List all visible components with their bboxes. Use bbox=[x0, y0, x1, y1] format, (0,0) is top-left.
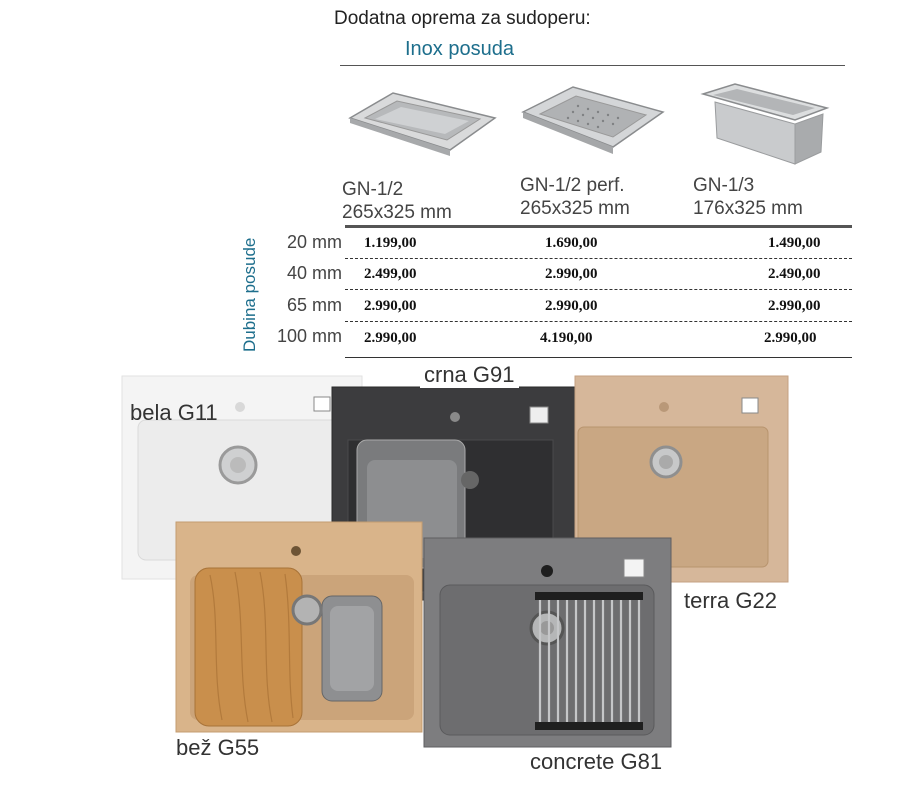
price-cell: 2.990,00 bbox=[545, 266, 598, 282]
depth-label: 100 mm bbox=[276, 326, 342, 346]
sink-label-concrete: concrete G81 bbox=[530, 749, 663, 774]
heading-divider bbox=[340, 65, 845, 66]
price-cell: 2.990,00 bbox=[764, 330, 817, 346]
price-cell: 1.199,00 bbox=[364, 235, 417, 251]
depth-label: 40 mm bbox=[286, 263, 342, 283]
page-heading: Dodatna oprema za sudoperu: bbox=[334, 8, 591, 29]
product-label-gn12-perf: GN-1/2 perf.265x325 mm bbox=[520, 175, 630, 219]
sink-terra-image bbox=[574, 375, 789, 583]
row-divider bbox=[345, 258, 852, 259]
price-cell: 2.990,00 bbox=[364, 298, 417, 314]
depth-label: 65 mm bbox=[286, 295, 342, 315]
sink-label-terra: terra G22 bbox=[684, 588, 777, 613]
tray-gn12-image bbox=[348, 92, 497, 156]
price-cell: 2.990,00 bbox=[768, 298, 821, 314]
price-cell: 2.990,00 bbox=[364, 330, 417, 346]
sink-concrete-image bbox=[423, 537, 672, 748]
row-divider bbox=[345, 289, 852, 290]
row-divider bbox=[345, 321, 852, 322]
price-cell: 2.499,00 bbox=[364, 266, 417, 282]
sink-label-bez: bež G55 bbox=[176, 735, 260, 760]
sink-label-bela: bela G11 bbox=[130, 400, 218, 425]
sinks-image bbox=[121, 375, 789, 748]
sink-label-crna: crna G91 bbox=[420, 362, 519, 388]
price-cell: 1.490,00 bbox=[768, 235, 821, 251]
depth-axis-label: Dubina posude bbox=[240, 237, 259, 352]
tray-gn12-perf-image bbox=[521, 86, 665, 154]
tray-gn13-image bbox=[700, 83, 830, 165]
section-subheading: Inox posuda bbox=[405, 38, 514, 60]
row-divider bbox=[345, 357, 852, 358]
price-cell: 4.190,00 bbox=[540, 330, 593, 346]
price-cell: 2.490,00 bbox=[768, 266, 821, 282]
sink-bez-image bbox=[175, 521, 423, 733]
depth-label: 20 mm bbox=[286, 232, 342, 252]
table-top-rule bbox=[345, 225, 852, 228]
price-cell: 1.690,00 bbox=[545, 235, 598, 251]
price-cell: 2.990,00 bbox=[545, 298, 598, 314]
